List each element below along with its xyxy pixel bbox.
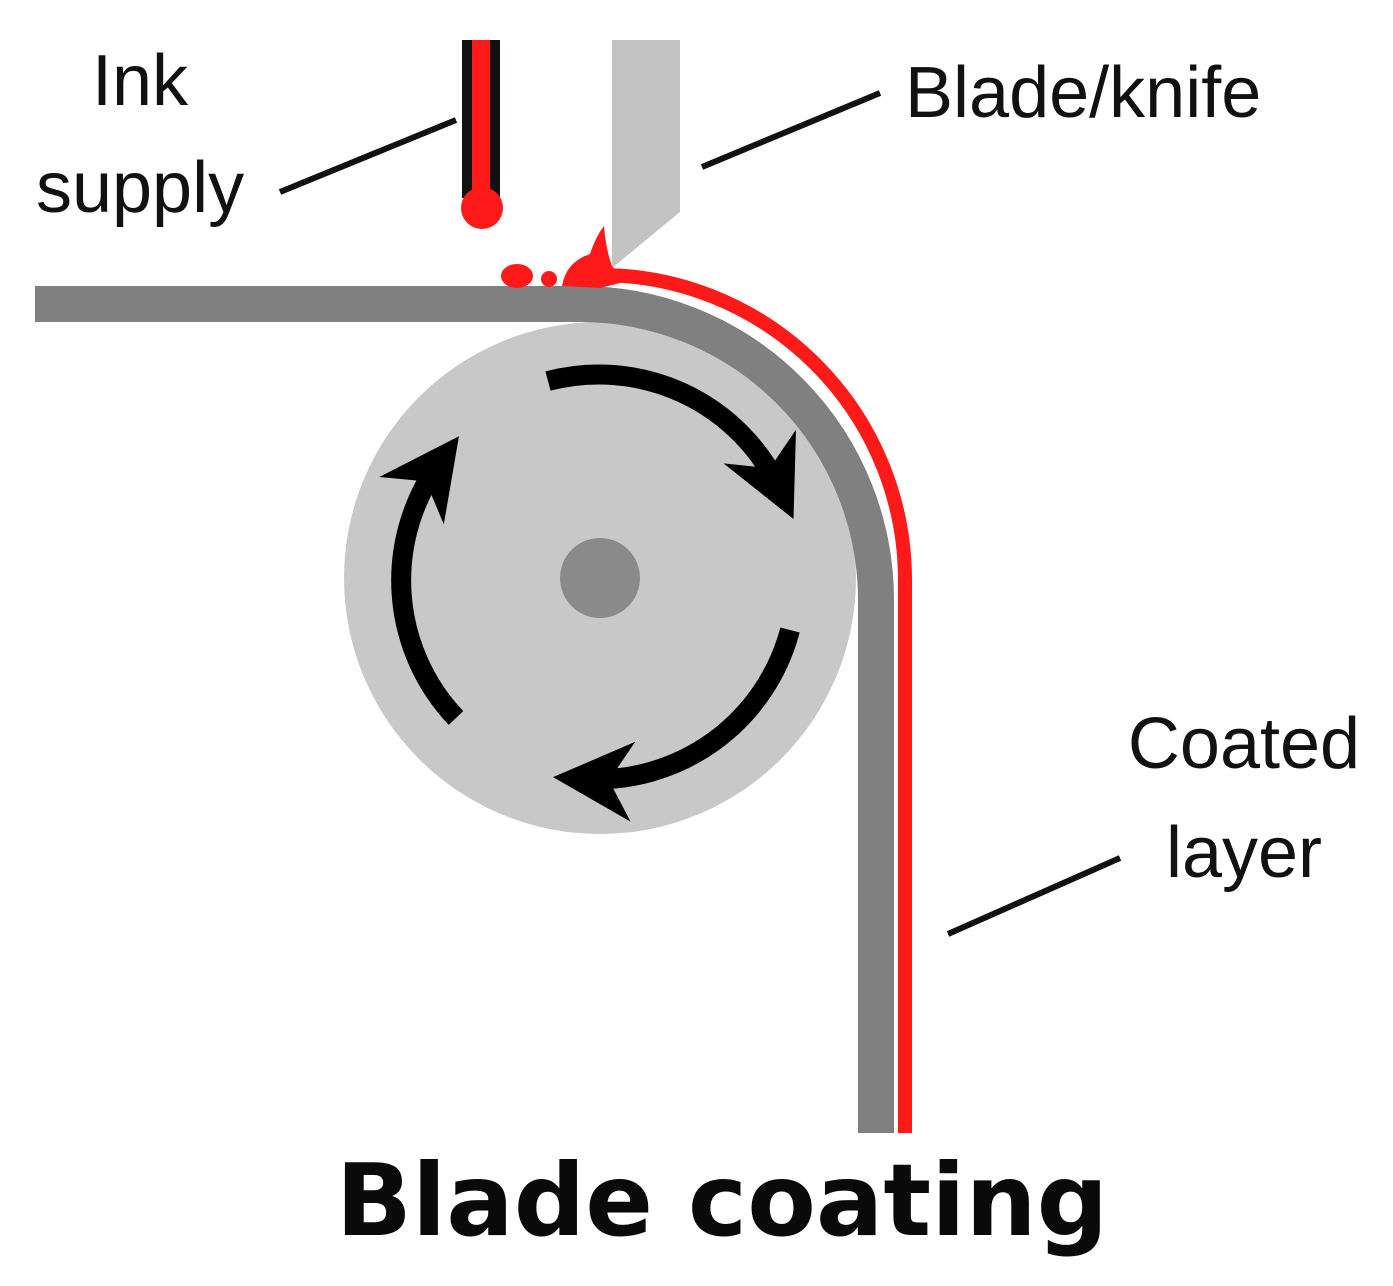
rotation-arrow-bottom-right — [553, 627, 800, 822]
label-supply: supply — [36, 148, 244, 228]
blade-knife — [612, 40, 680, 268]
label-coated: Coated — [1128, 704, 1360, 784]
pipe-ink-channel — [472, 40, 490, 198]
leader-lines — [278, 90, 1122, 937]
ink-meniscus — [562, 226, 640, 288]
ink-drop-tiny — [541, 271, 557, 287]
ink-drop-small — [501, 264, 533, 288]
ink-puddle — [501, 226, 640, 288]
blade-knife-leader — [700, 90, 882, 170]
rotation-arrows — [379, 364, 800, 822]
label-ink: Ink — [92, 41, 189, 121]
diagram-title: Blade coating — [336, 1142, 1109, 1259]
ink-drop-falling — [461, 187, 503, 229]
pipe-wall-right — [490, 40, 500, 198]
ink-supply-leader — [278, 117, 458, 195]
rotation-arrow-top-right — [545, 364, 796, 519]
coated-layer — [599, 268, 912, 1133]
ink-supply-pipe — [461, 40, 503, 229]
roller-axle — [560, 538, 640, 618]
rotation-arrow-left — [379, 436, 464, 725]
substrate — [35, 286, 894, 1133]
label-layer: layer — [1166, 813, 1322, 893]
pipe-wall-left — [462, 40, 472, 198]
label-blade-knife: Blade/knife — [905, 53, 1261, 133]
coated-layer-leader — [946, 855, 1122, 937]
